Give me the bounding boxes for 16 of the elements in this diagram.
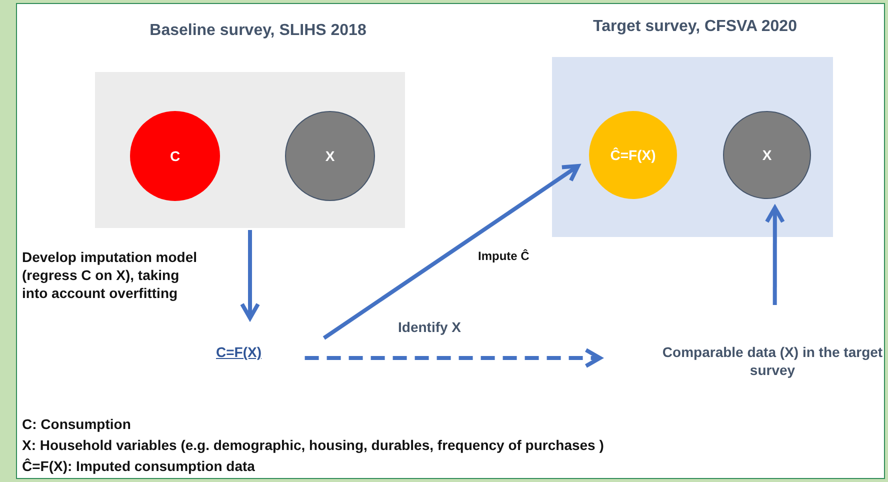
arrow xyxy=(322,164,580,340)
survey-heading: Baseline survey, SLIHS 2018 xyxy=(150,22,366,40)
note-text: Ĉ=F(X): Imputed consumption data xyxy=(22,458,255,474)
note-text: X: Household variables (e.g. demographic, housing, durables, frequency of purchases ) xyxy=(22,437,604,453)
circle-node: X xyxy=(723,111,811,199)
arrow xyxy=(304,348,602,368)
arrow xyxy=(240,230,260,320)
circle-node: X xyxy=(285,111,375,201)
survey-heading: Target survey, CFSVA 2020 xyxy=(593,18,797,36)
note-text: Comparable data (X) in the target survey xyxy=(655,343,888,380)
circle-node: C xyxy=(130,111,220,201)
formula-text: C=F(X) xyxy=(216,344,262,360)
edge-label: Impute Ĉ xyxy=(478,249,530,265)
circle-node: Ĉ=F(X) xyxy=(589,111,677,199)
arrow xyxy=(764,206,785,305)
note-text: C: Consumption xyxy=(22,416,131,432)
